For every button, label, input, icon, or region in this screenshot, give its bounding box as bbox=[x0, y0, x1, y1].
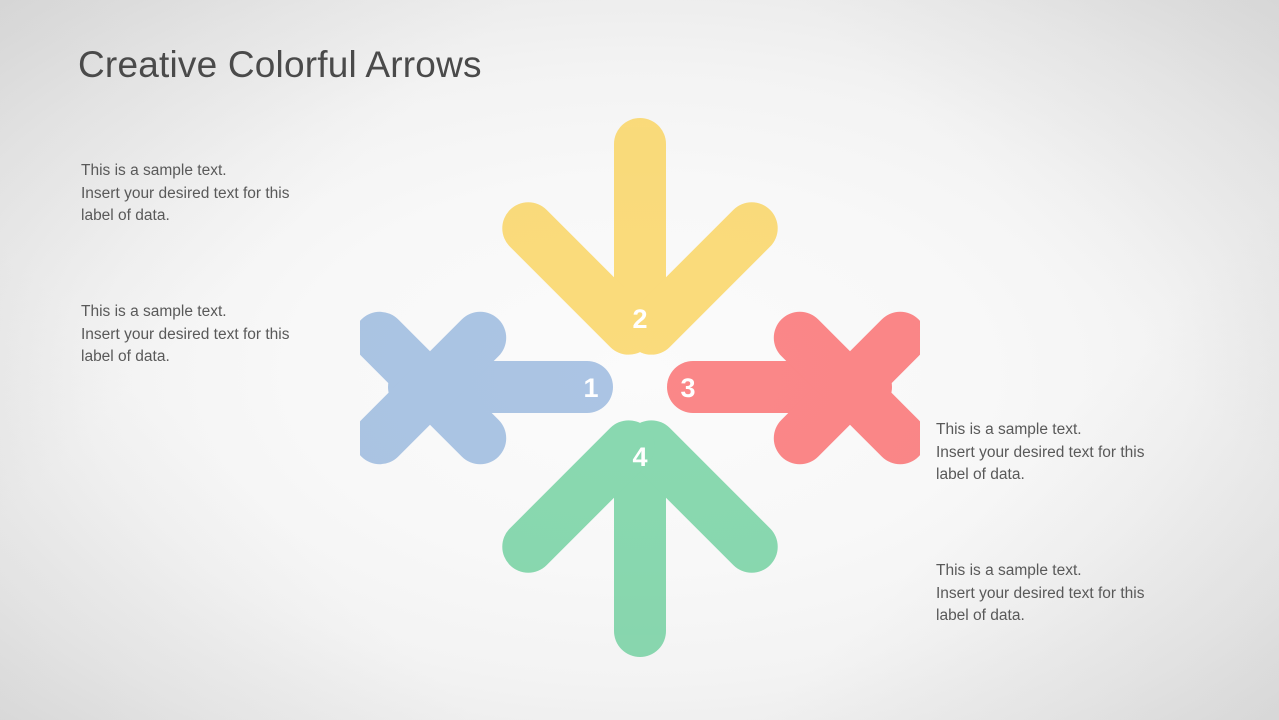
caption-line: label of data. bbox=[81, 348, 170, 366]
arrow-blue-1[interactable]: 1 bbox=[360, 301, 613, 475]
caption-line: Insert your desired text for this bbox=[936, 443, 1145, 461]
caption-bottom-right: This is a sample text. Insert your desir… bbox=[936, 560, 1206, 628]
caption-line: This is a sample text. bbox=[81, 162, 227, 179]
caption-line: Insert your desired text for this bbox=[81, 325, 290, 343]
caption-line: This is a sample text. bbox=[81, 303, 227, 320]
caption-line: This is a sample text. bbox=[936, 562, 1082, 579]
arrows-svg: 1 2 3 bbox=[360, 118, 920, 657]
caption-line: label of data. bbox=[81, 207, 170, 225]
caption-line: Insert your desired text for this bbox=[81, 184, 290, 202]
caption-line: Insert your desired text for this bbox=[936, 584, 1145, 602]
arrow-yellow-arm-left bbox=[625, 202, 778, 355]
arrow-blue-arm-lower bbox=[360, 311, 507, 465]
arrow-red-arm-lower bbox=[773, 311, 920, 465]
arrow-yellow-number: 2 bbox=[632, 304, 647, 334]
caption-middle-right: This is a sample text. Insert your desir… bbox=[936, 419, 1206, 487]
arrow-green-4[interactable]: 4 bbox=[492, 410, 789, 657]
arrow-yellow-shaft bbox=[614, 118, 666, 343]
caption-middle-left: This is a sample text. Insert your desir… bbox=[81, 301, 351, 369]
page-title: Creative Colorful Arrows bbox=[78, 44, 482, 85]
caption-line: This is a sample text. bbox=[936, 421, 1082, 438]
caption-line: label of data. bbox=[936, 466, 1025, 484]
arrow-yellow-2[interactable]: 2 bbox=[492, 118, 789, 365]
caption-line: label of data. bbox=[936, 607, 1025, 625]
arrow-blue-number: 1 bbox=[583, 373, 598, 403]
arrow-green-arm-left bbox=[625, 420, 778, 573]
arrow-red-3[interactable]: 3 bbox=[667, 301, 920, 475]
arrow-red-number: 3 bbox=[680, 373, 695, 403]
arrow-green-number: 4 bbox=[632, 442, 647, 472]
arrow-green-shaft bbox=[614, 432, 666, 657]
arrow-yellow-arm-right bbox=[502, 202, 655, 355]
caption-top-left: This is a sample text. Insert your desir… bbox=[81, 160, 351, 228]
arrow-green-arm-right bbox=[502, 420, 655, 573]
four-way-arrows-diagram: 1 2 3 bbox=[360, 110, 920, 670]
